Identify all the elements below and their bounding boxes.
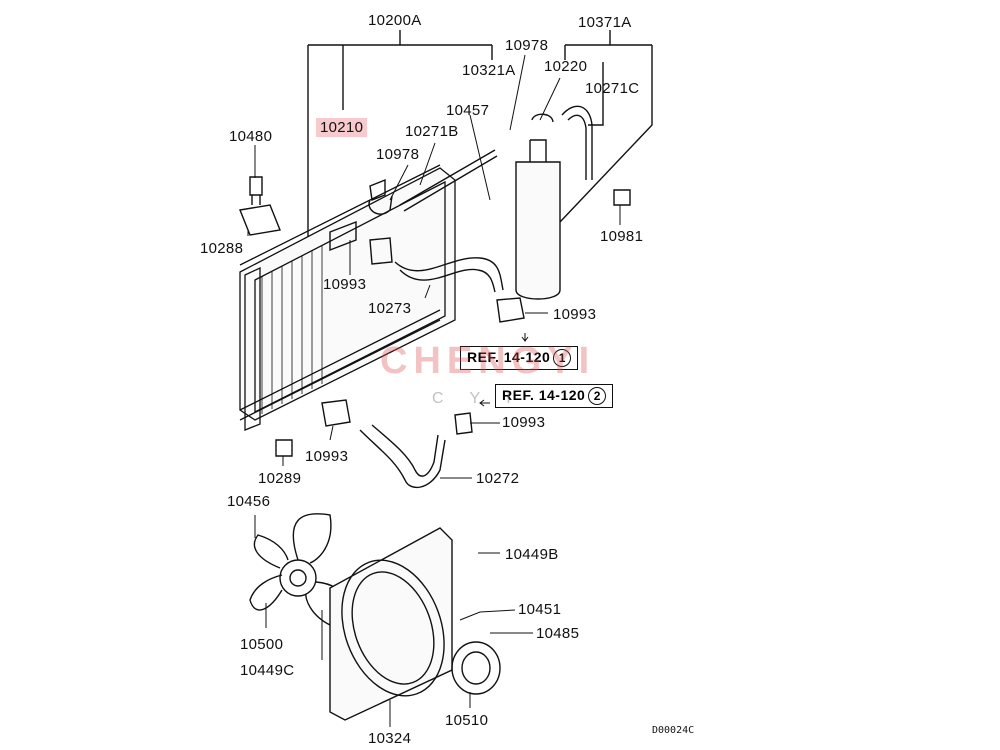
label-10993-a: 10993 bbox=[323, 276, 367, 293]
shroud-10324 bbox=[329, 527, 453, 721]
label-10289: 10289 bbox=[258, 470, 302, 487]
motor-10510 bbox=[451, 641, 501, 695]
label-10451: 10451 bbox=[518, 601, 562, 618]
ref-box-2-number: 2 bbox=[588, 387, 607, 405]
label-10271b: 10271B bbox=[405, 123, 459, 140]
label-10480: 10480 bbox=[229, 128, 273, 145]
label-10993-d: 10993 bbox=[502, 414, 546, 431]
label-10210: 10210 bbox=[316, 118, 368, 137]
watermark-brand: CHENGYI bbox=[380, 340, 596, 382]
label-10324: 10324 bbox=[368, 730, 412, 747]
cap-10978 bbox=[369, 178, 386, 201]
label-10321a: 10321A bbox=[462, 62, 516, 79]
label-10993-c: 10993 bbox=[305, 448, 349, 465]
label-10449b: 10449B bbox=[505, 546, 559, 563]
ref-box-1-text: REF. 14-120 bbox=[467, 349, 551, 365]
label-10288: 10288 bbox=[200, 240, 244, 257]
label-10220: 10220 bbox=[544, 58, 588, 75]
label-10273: 10273 bbox=[368, 300, 412, 317]
radiator bbox=[239, 164, 456, 431]
ref-box-2-text: REF. 14-120 bbox=[502, 387, 586, 403]
hose-10273 bbox=[394, 257, 504, 293]
label-10993-b: 10993 bbox=[553, 306, 597, 323]
diagram-code: D00024C bbox=[652, 725, 695, 736]
label-10457: 10457 bbox=[446, 102, 490, 119]
label-10485: 10485 bbox=[536, 625, 580, 642]
label-10510: 10510 bbox=[445, 712, 489, 729]
label-10210-highlight: 10210 bbox=[316, 118, 368, 137]
hose-10272 bbox=[359, 424, 446, 489]
watermark-sub: CYI bbox=[432, 390, 537, 407]
label-10200a: 10200A bbox=[368, 12, 422, 29]
reserve-tank bbox=[515, 113, 561, 300]
label-10371a: 10371A bbox=[578, 14, 632, 31]
label-10978: 10978 bbox=[376, 146, 420, 163]
label-10456: 10456 bbox=[227, 493, 271, 510]
label-10978-top: 10978 bbox=[505, 37, 549, 54]
label-10449c: 10449C bbox=[240, 662, 295, 679]
bracket-10200a bbox=[307, 30, 493, 240]
label-10500: 10500 bbox=[240, 636, 284, 653]
ref-box-1-number: 1 bbox=[553, 349, 572, 367]
fan-10500 bbox=[249, 513, 346, 626]
bracket-10371a bbox=[559, 30, 653, 223]
label-10271c: 10271C bbox=[585, 80, 640, 97]
label-10981: 10981 bbox=[600, 228, 644, 245]
label-10272: 10272 bbox=[476, 470, 520, 487]
